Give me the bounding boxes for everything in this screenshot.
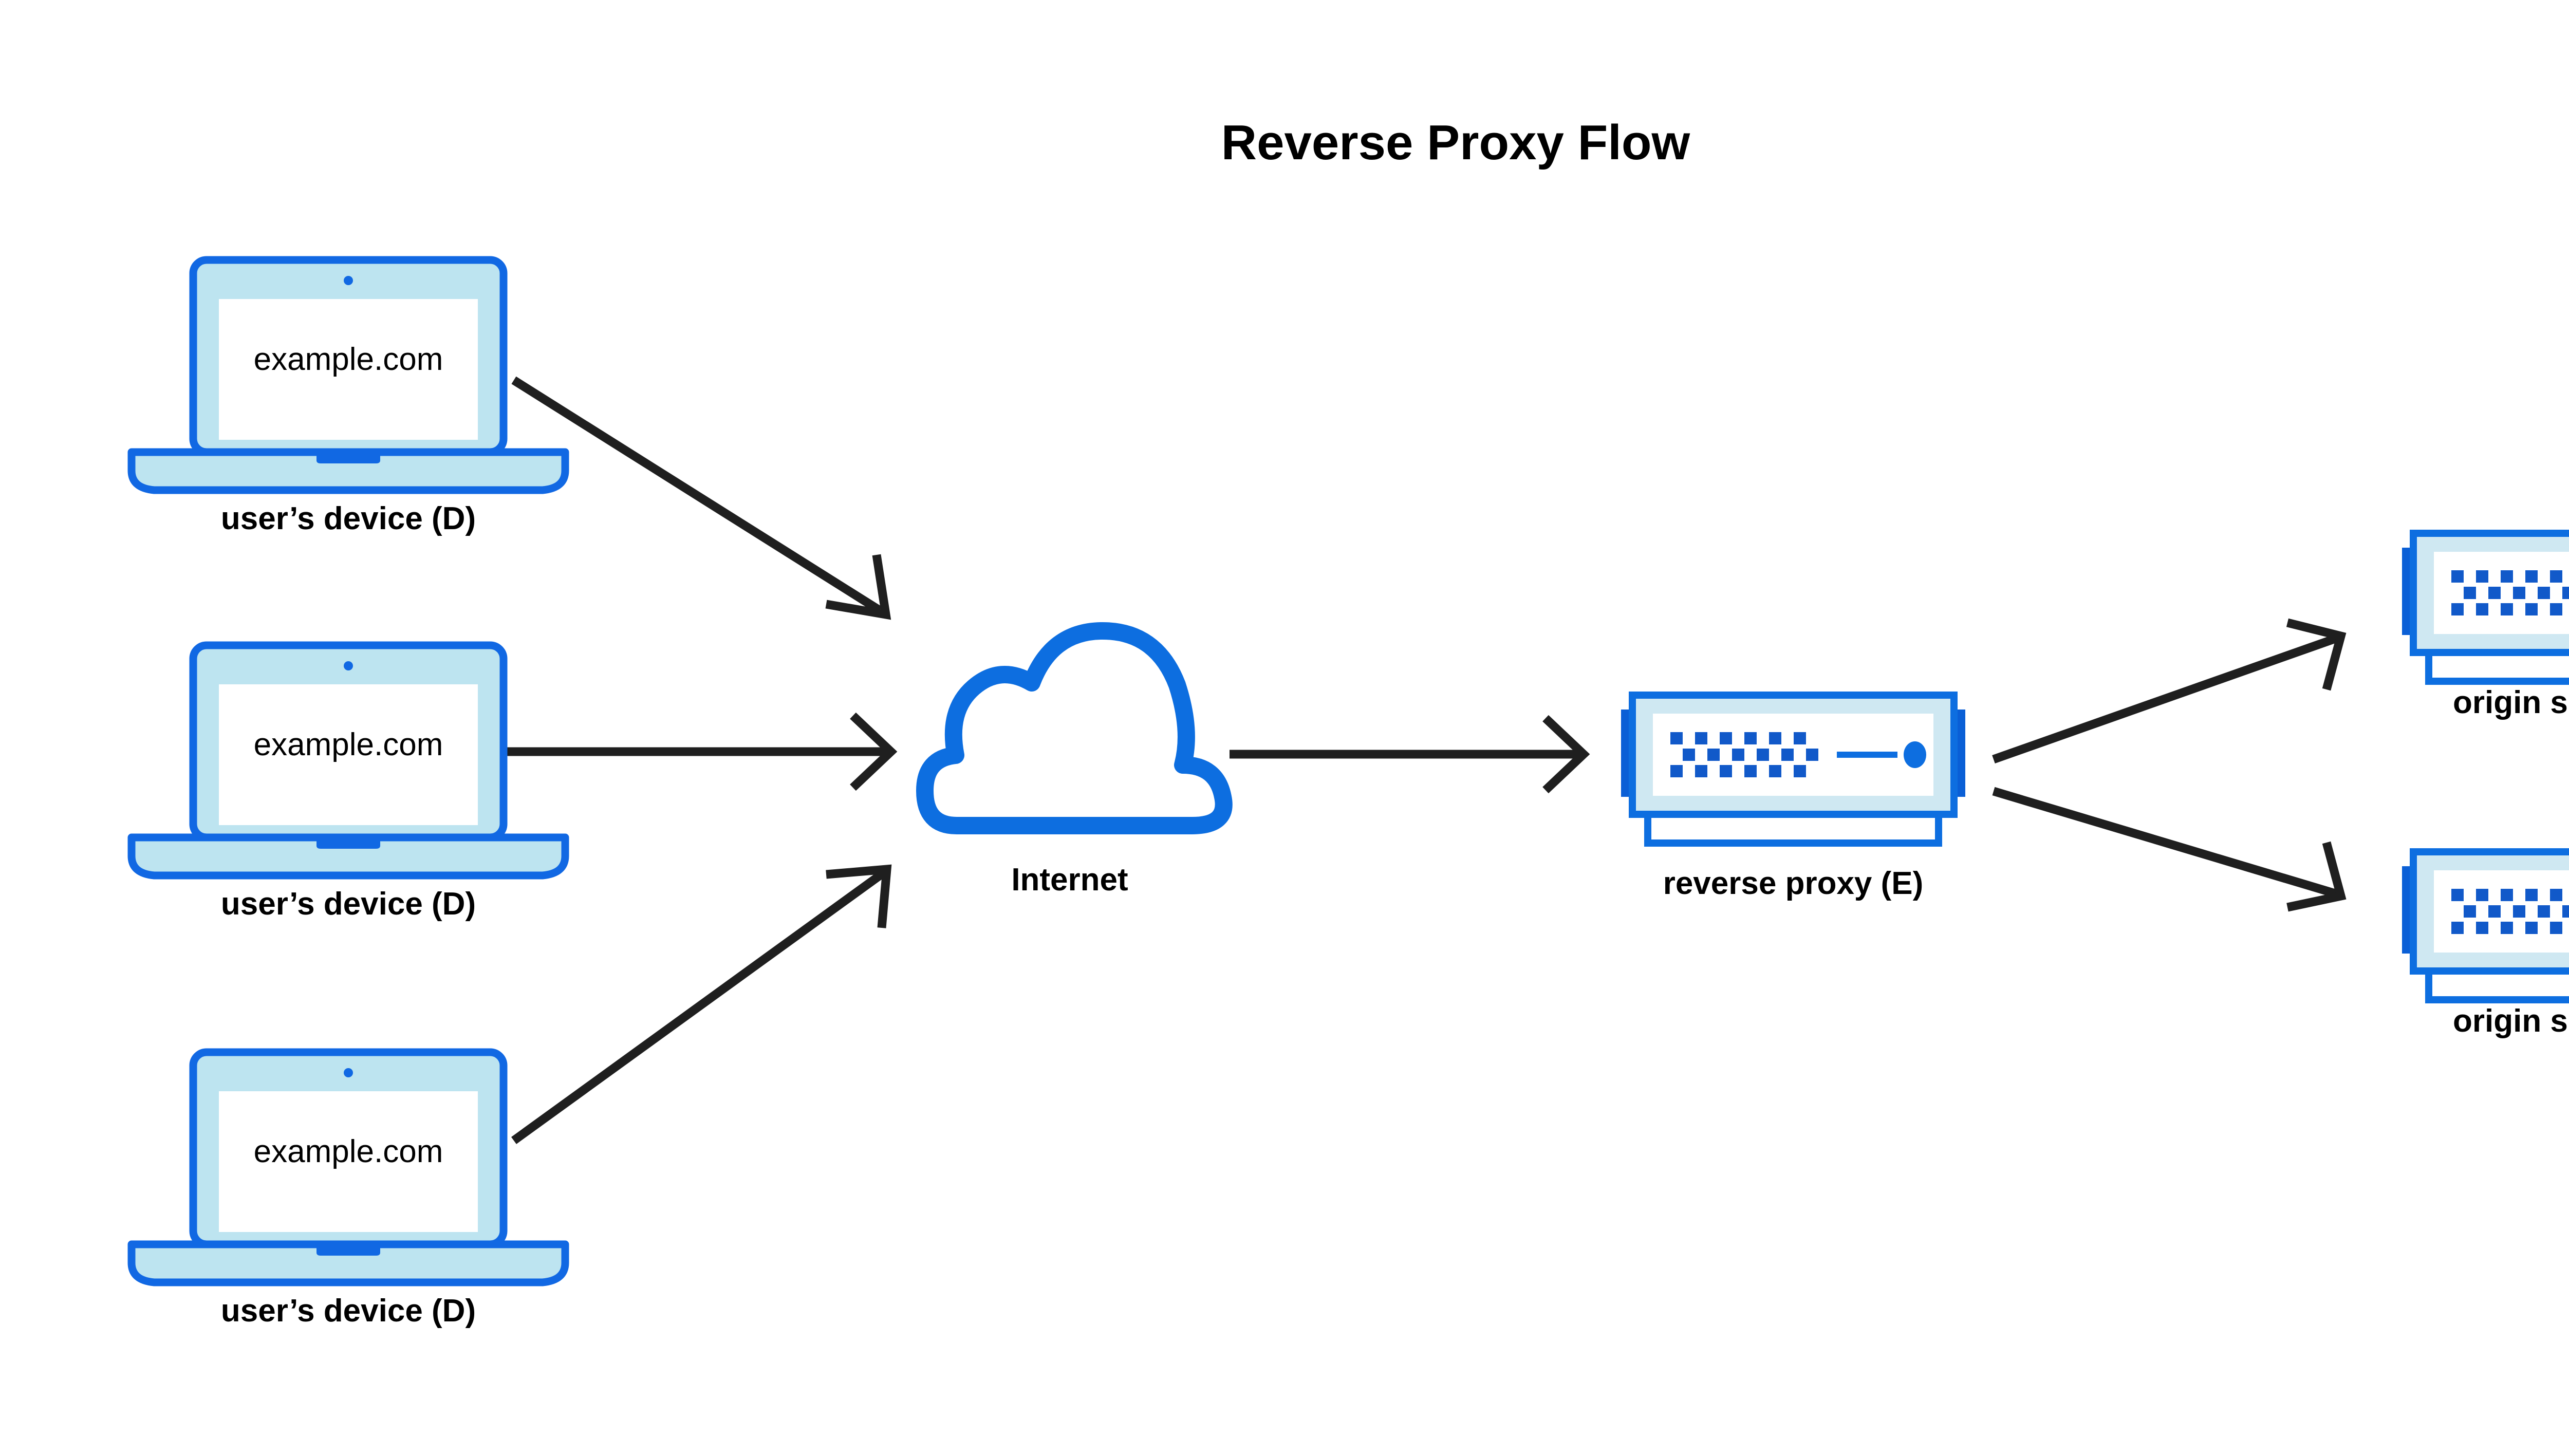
arrow-reverse-proxy-to-origin-bottom <box>1992 787 2347 912</box>
server-icon <box>2402 533 2569 681</box>
node-internet[interactable]: Internet <box>916 622 1233 898</box>
node-origin-server-bottom[interactable]: origin server (F) <box>2402 852 2569 1039</box>
arrow-reverse-proxy-to-origin-top <box>1992 618 2347 764</box>
server-icon <box>2402 852 2569 1000</box>
origin-server-top-label: origin server (F) <box>2453 685 2569 720</box>
arrow-internet-to-reverse-proxy <box>1230 715 1590 794</box>
server-icon <box>1621 695 1965 843</box>
node-reverse-proxy[interactable]: reverse proxy (E) <box>1621 695 1965 901</box>
cloud-icon <box>916 622 1233 834</box>
node-origin-server-top[interactable]: origin server (F) <box>2402 533 2569 720</box>
device-screen-url: example.com <box>254 1134 443 1169</box>
reverse-proxy-label: reverse proxy (E) <box>1663 866 1924 901</box>
device-bottom-label: user’s device (D) <box>221 1293 476 1329</box>
internet-label: Internet <box>1011 862 1128 898</box>
origin-server-bottom-label: origin server (F) <box>2453 1003 2569 1039</box>
device-middle-label: user’s device (D) <box>221 886 476 922</box>
device-screen-url: example.com <box>254 342 443 377</box>
node-device-bottom[interactable]: example.com user’s device (D) <box>132 1052 565 1329</box>
arrow-device-bottom-to-internet <box>511 864 892 1144</box>
device-top-label: user’s device (D) <box>221 501 476 536</box>
connector-arrows <box>506 376 2347 1144</box>
device-screen-url: example.com <box>254 727 443 762</box>
node-device-top[interactable]: example.com user’s device (D) <box>132 260 565 536</box>
page-title: Reverse Proxy Flow <box>1221 115 1690 170</box>
arrow-device-top-to-internet <box>511 376 891 620</box>
arrow-device-middle-to-internet <box>506 712 898 791</box>
node-device-middle[interactable]: example.com user’s device (D) <box>132 645 565 922</box>
